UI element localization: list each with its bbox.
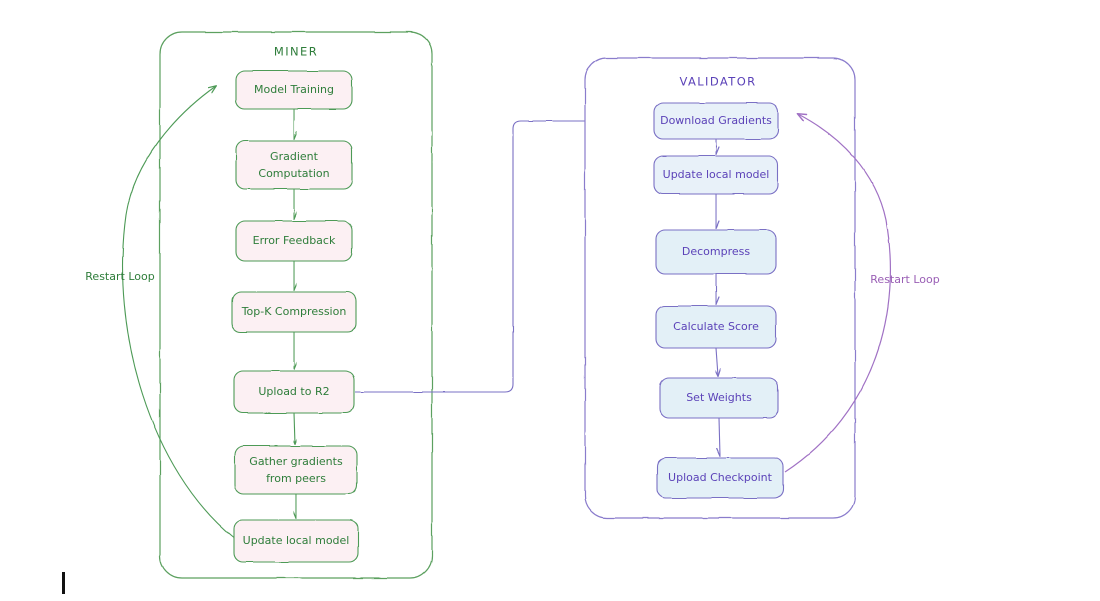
miner-nodes: Model Training Gradient Computation Erro… — [231, 70, 359, 563]
node-topk-compression[interactable]: Top-K Compression — [231, 291, 357, 333]
validator-restart-loop-label: Restart Loop — [870, 273, 939, 286]
node-calculate-score[interactable]: Calculate Score — [655, 305, 777, 349]
node-validator-update-local-model[interactable]: Update local model — [653, 155, 779, 195]
panel-validator — [584, 57, 856, 519]
node-gather-gradients[interactable]: Gather gradients from peers — [234, 445, 358, 495]
node-gradient-computation[interactable]: Gradient Computation — [235, 140, 353, 190]
node-upload-to-r2[interactable]: Upload to R2 — [233, 370, 355, 414]
validator-flow-arrows — [716, 139, 720, 456]
edge-upload-r2-to-download-gradients — [355, 121, 648, 393]
miner-flow-arrows — [294, 109, 296, 518]
validator-restart-loop-arrow — [784, 114, 891, 473]
text-caret — [62, 572, 65, 594]
node-error-feedback[interactable]: Error Feedback — [235, 220, 353, 262]
node-upload-checkpoint[interactable]: Upload Checkpoint — [656, 457, 784, 499]
node-set-weights[interactable]: Set Weights — [659, 377, 779, 419]
node-model-training[interactable]: Model Training — [235, 70, 353, 110]
miner-restart-loop-arrow — [121, 86, 235, 539]
validator-panel-border — [584, 57, 856, 519]
node-decompress[interactable]: Decompress — [655, 229, 777, 275]
node-download-gradients[interactable]: Download Gradients — [653, 102, 779, 140]
node-miner-update-local-model[interactable]: Update local model — [233, 519, 359, 563]
miner-restart-loop-label: Restart Loop — [85, 270, 154, 283]
